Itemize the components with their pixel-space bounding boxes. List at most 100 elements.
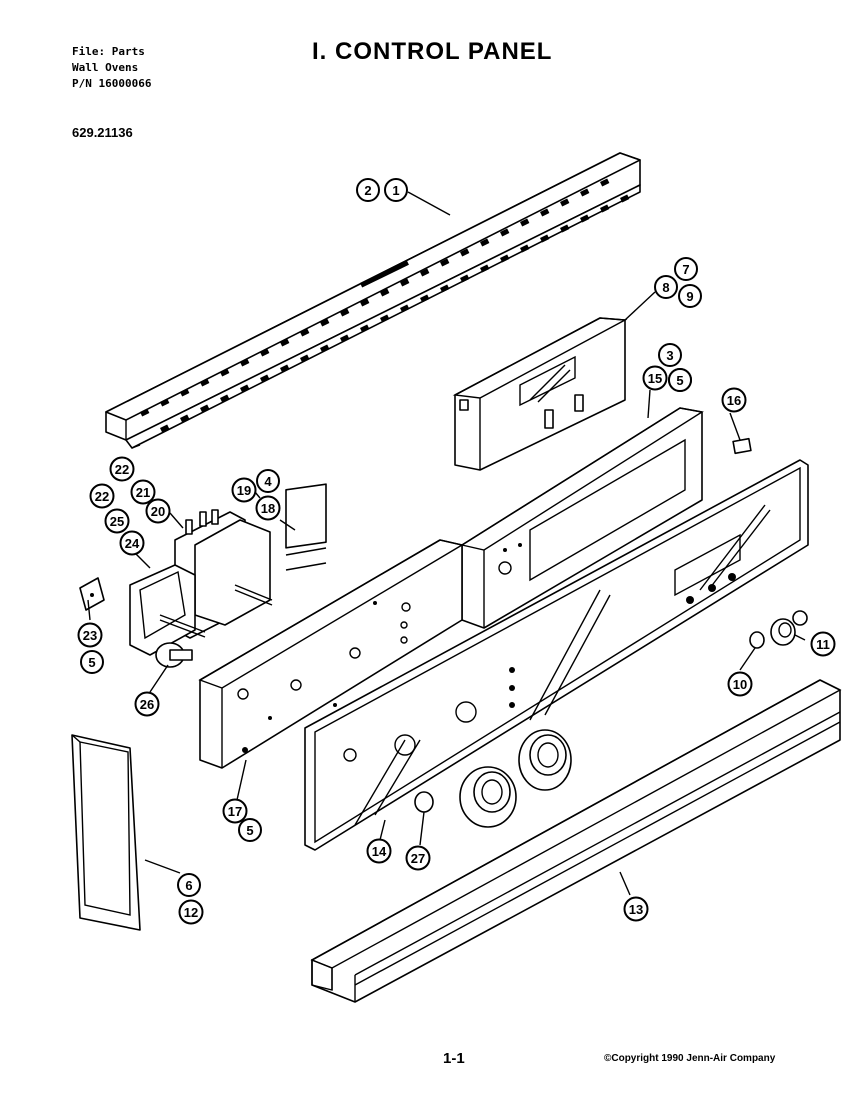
bottom-trim-channel <box>310 679 842 1003</box>
side-mounting-plate <box>198 539 464 769</box>
mounting-bracket-clip <box>79 577 105 611</box>
rail-slot <box>580 188 590 197</box>
callout-10: 10 <box>727 671 753 697</box>
rail-slot <box>400 304 410 313</box>
callout-4: 4 <box>256 469 280 493</box>
svg-text:10: 10 <box>733 677 747 692</box>
svg-text:3: 3 <box>666 348 673 363</box>
svg-text:9: 9 <box>686 289 693 304</box>
rail-slot <box>300 328 310 337</box>
rail-slot <box>220 368 230 377</box>
rail-slot <box>439 284 450 293</box>
svg-text:25: 25 <box>110 514 124 529</box>
rail-slot <box>220 394 230 403</box>
svg-text:15: 15 <box>648 371 662 386</box>
product-label: Wall Ovens <box>72 61 139 74</box>
rail-slot <box>259 348 270 357</box>
rail-slot <box>140 408 150 417</box>
rail-slot <box>599 178 610 187</box>
svg-text:26: 26 <box>140 697 154 712</box>
rail-slot <box>280 364 290 373</box>
rail-slot <box>260 374 270 383</box>
callout-1: 1 <box>384 178 408 202</box>
callout-2: 2 <box>356 178 380 202</box>
rail-slot <box>340 308 350 317</box>
rail-slot <box>200 378 210 387</box>
callout-27: 27 <box>405 845 431 871</box>
rail-slot <box>480 238 490 247</box>
svg-text:11: 11 <box>816 637 830 652</box>
rail-slot <box>420 268 430 277</box>
callout-6: 6 <box>177 873 201 897</box>
rail-slot <box>360 324 370 333</box>
rail-slot <box>540 234 550 243</box>
leader-lines <box>87 191 806 896</box>
svg-text:27: 27 <box>411 851 425 866</box>
callout-16: 16 <box>721 387 747 413</box>
rotary-switch-body <box>129 564 206 656</box>
callout-21: 21 <box>130 479 156 505</box>
svg-text:5: 5 <box>246 823 253 838</box>
callout-18: 18 <box>255 495 281 521</box>
svg-text:20: 20 <box>151 504 165 519</box>
callout-17: 17 <box>222 798 248 824</box>
rail-slot <box>539 208 550 217</box>
rail-slot <box>240 358 250 367</box>
callout-9: 9 <box>678 284 702 308</box>
callout-14: 14 <box>366 838 392 864</box>
rail-slot <box>159 424 170 433</box>
callout-19: 19 <box>231 477 257 503</box>
svg-text:24: 24 <box>125 536 140 551</box>
knob-bushing-part <box>414 791 434 813</box>
svg-text:2: 2 <box>364 183 371 198</box>
rail-slot <box>399 278 410 287</box>
callout-15: 15 <box>642 365 668 391</box>
callout-22: 22 <box>89 483 115 509</box>
rail-slot <box>240 384 250 393</box>
callout-13: 13 <box>623 896 649 922</box>
rail-slot <box>320 344 330 353</box>
svg-text:18: 18 <box>261 501 275 516</box>
rail-slot <box>500 254 510 263</box>
document-header: File: Parts Wall Ovens P/N 16000066 <box>72 44 151 92</box>
model-number: 629.21136 <box>72 125 133 140</box>
svg-text:8: 8 <box>662 280 669 295</box>
callout-23: 23 <box>77 622 103 648</box>
svg-text:22: 22 <box>95 489 109 504</box>
callout-5: 5 <box>238 818 262 842</box>
svg-text:21: 21 <box>136 485 150 500</box>
oven-control-knob-small <box>459 766 517 828</box>
oven-control-knob-large <box>518 729 572 791</box>
svg-text:23: 23 <box>83 628 97 643</box>
rail-slot <box>380 288 390 297</box>
rail-slot <box>180 414 190 423</box>
svg-text:12: 12 <box>184 905 198 920</box>
small-clip-part <box>732 437 752 455</box>
callout-7: 7 <box>674 257 698 281</box>
callout-25: 25 <box>104 508 130 534</box>
rail-slot <box>560 198 570 207</box>
rail-slot <box>320 318 330 327</box>
switch-shaft-knob <box>155 642 193 668</box>
callout-5: 5 <box>80 650 104 674</box>
rail-slot <box>420 294 430 303</box>
rail-slot <box>280 338 290 347</box>
svg-text:22: 22 <box>115 462 129 477</box>
rail-slot <box>360 298 370 307</box>
part-number-label: P/N 16000066 <box>72 77 152 90</box>
svg-text:17: 17 <box>228 804 242 819</box>
rail-slot <box>560 224 570 233</box>
file-label: File: Parts <box>72 45 145 58</box>
svg-text:6: 6 <box>185 878 192 893</box>
rail-slot <box>300 354 310 363</box>
svg-text:4: 4 <box>264 474 272 489</box>
rail-slot <box>460 274 470 283</box>
rail-slot <box>380 314 390 323</box>
infinite-switch-terminal-block <box>285 483 327 571</box>
rail-slot <box>200 404 210 413</box>
svg-text:16: 16 <box>727 393 741 408</box>
rail-slot <box>179 388 190 397</box>
svg-text:19: 19 <box>237 483 251 498</box>
svg-text:7: 7 <box>682 262 689 277</box>
page-title: I. CONTROL PANEL <box>312 38 553 65</box>
